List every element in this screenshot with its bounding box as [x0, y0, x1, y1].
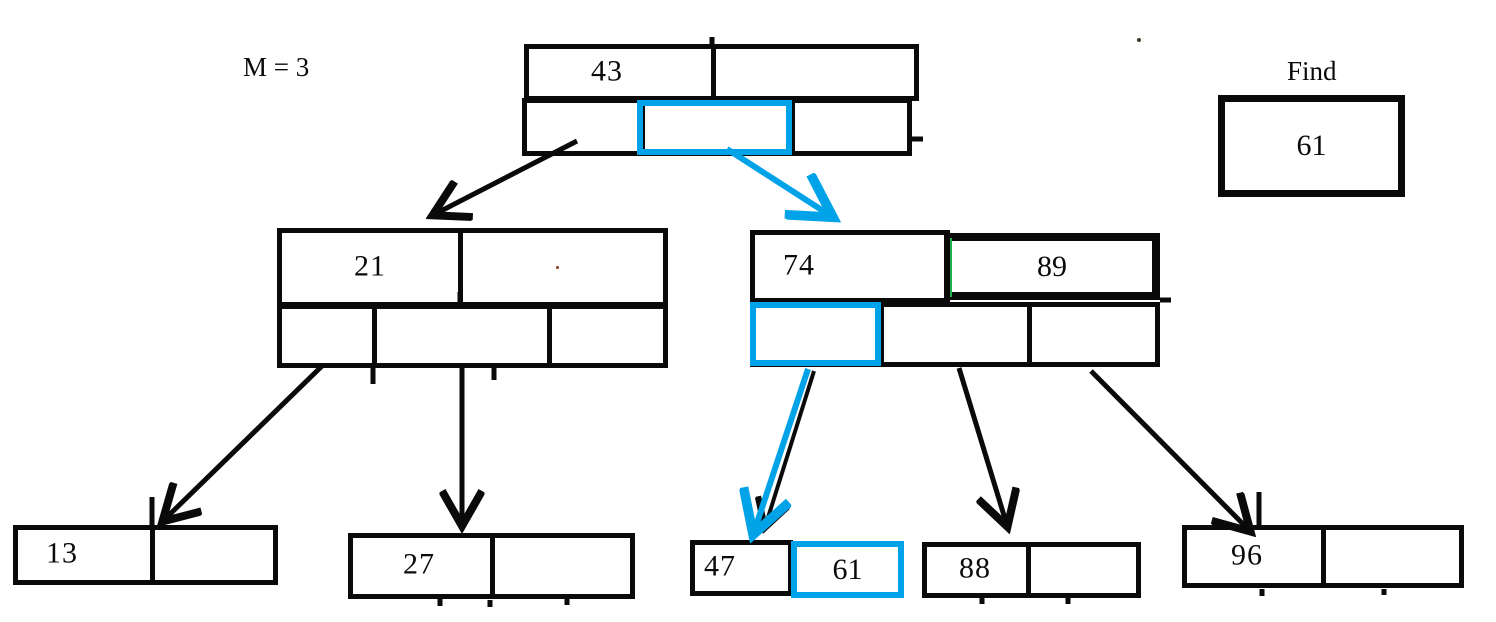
leaf-96: 96	[1182, 525, 1464, 588]
leaf-13-divider	[150, 530, 155, 580]
arrow-right-to-leaf-96	[1089, 369, 1247, 528]
internal-right-key-1: 74	[783, 248, 815, 282]
arrow-right-to-leaf-47-underlay	[766, 370, 816, 524]
leaf-27-divider	[490, 538, 495, 594]
leaf-88-key-1: 88	[959, 551, 991, 585]
arrow-right-to-leaf-47	[755, 368, 811, 529]
internal-left-key-divider	[458, 233, 463, 302]
internal-right-key-2: 89	[1037, 249, 1067, 283]
leaf-27: 27	[348, 533, 635, 599]
internal-right-pointer-divider-1	[879, 307, 884, 362]
internal-left-pointer-divider-2	[547, 309, 552, 363]
root-key-row: 43	[524, 44, 919, 101]
leaf-27-key-1: 27	[403, 547, 435, 581]
root-pointer-divider-2	[790, 103, 795, 151]
root-key-1: 43	[591, 54, 623, 88]
leaf-13: 13	[13, 525, 278, 585]
leaf-47-cell: 47	[690, 540, 793, 596]
find-label: Find	[1287, 56, 1337, 86]
root-pointer-highlight	[637, 100, 792, 155]
leaf-96-divider	[1321, 530, 1326, 583]
arrow-root-to-right	[725, 146, 828, 214]
internal-left-key-1: 21	[354, 249, 386, 283]
leaf-13-key-1: 13	[46, 536, 78, 570]
internal-right-pointer-divider-2	[1027, 307, 1032, 362]
arrow-left-to-leaf-13	[166, 364, 324, 518]
internal-right-key-cell-1: 74	[750, 230, 950, 303]
internal-left-key-row: 21	[277, 228, 668, 307]
leaf-61-key: 61	[832, 552, 863, 586]
leaf-61-cell-highlight: 61	[791, 541, 904, 598]
internal-left-pointer-row	[277, 304, 668, 368]
leaf-88: 88	[922, 542, 1141, 598]
internal-right-pointer-highlight	[750, 302, 881, 366]
order-label: M = 3	[243, 52, 310, 82]
leaf-88-divider	[1026, 547, 1031, 593]
find-value: 61	[1296, 129, 1327, 162]
stray-dot-cell	[556, 266, 559, 269]
leaf-96-key-1: 96	[1231, 538, 1263, 572]
root-key-divider	[711, 49, 716, 96]
find-value-box: 61	[1218, 95, 1405, 197]
internal-left-pointer-divider-1	[372, 309, 377, 363]
internal-right-key-cell-2: 89	[944, 233, 1160, 300]
stray-dot-top	[1137, 38, 1141, 42]
arrow-root-to-right-underlay	[730, 151, 825, 214]
leaf-47-key: 47	[704, 549, 736, 583]
arrow-right-to-leaf-88	[956, 367, 1006, 522]
